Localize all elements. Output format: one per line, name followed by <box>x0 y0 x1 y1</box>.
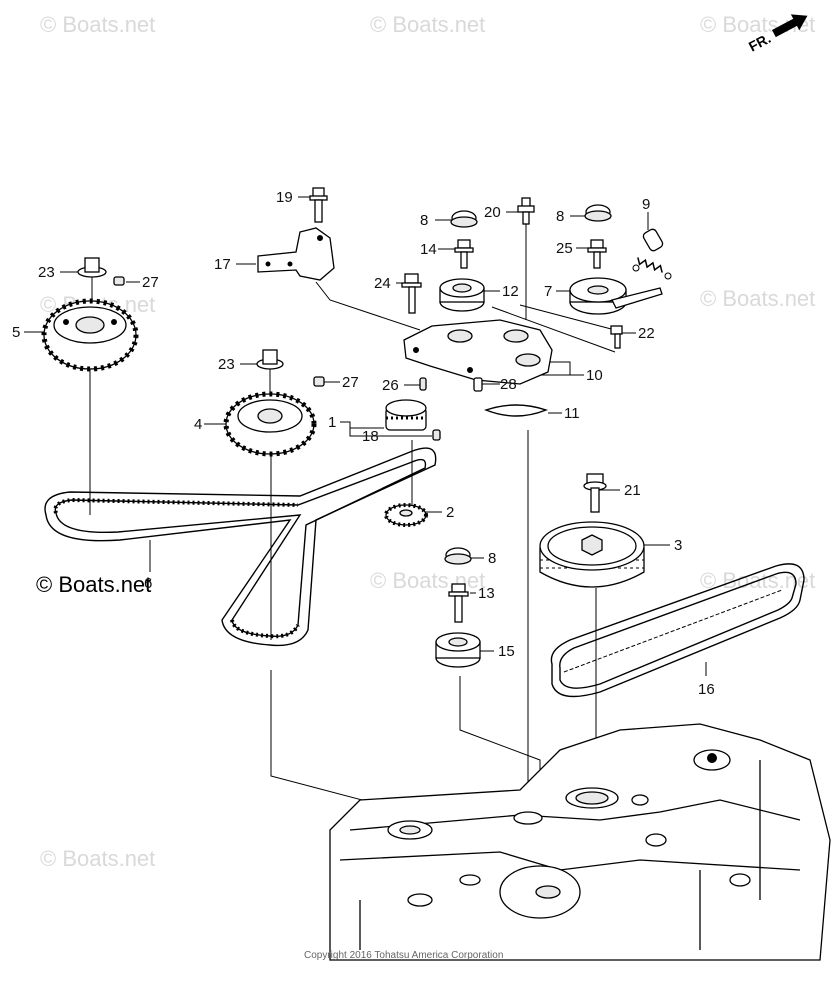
pin-27-upper <box>113 276 125 286</box>
bracket-17 <box>257 227 335 281</box>
engine-block <box>329 723 831 961</box>
cap-8-upper-left <box>450 210 478 228</box>
cap-8-upper-right <box>584 204 612 222</box>
tensioner-bracket-10 <box>403 319 553 385</box>
watermark: © Boats.net <box>40 12 155 37</box>
bushing-15 <box>435 632 481 668</box>
callout-25: 25 <box>556 240 573 257</box>
callout-27: 27 <box>342 374 359 391</box>
sprocket-2 <box>384 503 428 527</box>
callout-11: 11 <box>564 405 580 422</box>
sprocket-4 <box>223 391 317 457</box>
sprocket-5 <box>41 298 139 372</box>
callout-9: 9 <box>642 196 650 213</box>
callout-6: 6 <box>144 575 152 592</box>
callout-18: 18 <box>362 428 379 445</box>
callout-23: 23 <box>218 356 235 373</box>
callout-1: 1 <box>328 414 336 431</box>
callout-16: 16 <box>698 681 715 698</box>
o-ring-11 <box>483 404 549 417</box>
gear-1 <box>385 399 427 431</box>
bolt-21 <box>583 473 607 513</box>
callout-27: 27 <box>142 274 159 291</box>
callout-22: 22 <box>638 325 655 342</box>
copyright-notice: Copyright 2016 Tohatsu America Corporati… <box>304 950 503 961</box>
callout-17: 17 <box>214 256 231 273</box>
callout-3: 3 <box>674 537 682 554</box>
callout-28: 28 <box>500 376 517 393</box>
timing-belt-6 <box>44 447 437 647</box>
watermark-dark: © Boats.net <box>36 572 151 597</box>
pin-27-lower <box>313 376 325 387</box>
spring-9 <box>632 228 672 280</box>
callout-8: 8 <box>556 208 564 225</box>
watermark: © Boats.net <box>370 12 485 37</box>
bolt-24 <box>401 273 422 314</box>
callout-8: 8 <box>488 550 496 567</box>
nut-23-upper <box>77 257 107 300</box>
bolt-19 <box>309 187 328 223</box>
dowel-28 <box>473 377 483 392</box>
watermark: © Boats.net <box>370 568 485 593</box>
callout-15: 15 <box>498 643 515 660</box>
v-belt-16 <box>550 563 805 698</box>
leader-lines <box>24 196 707 880</box>
watermark: © Boats.net <box>40 846 155 871</box>
callout-14: 14 <box>420 241 437 258</box>
callout-24: 24 <box>374 275 391 292</box>
nut-23-lower <box>256 349 284 394</box>
bushing-12 <box>439 278 485 312</box>
callout-5: 5 <box>12 324 20 341</box>
pulley-3 <box>539 521 645 588</box>
bolt-25 <box>587 239 607 269</box>
callout-10: 10 <box>586 367 603 384</box>
bolt-22 <box>610 325 623 349</box>
bolt-14 <box>454 239 474 269</box>
bolt-20 <box>517 197 535 225</box>
callout-26: 26 <box>382 377 399 394</box>
pin-18 <box>432 429 441 441</box>
pin-26 <box>419 377 427 391</box>
bolt-13 <box>448 583 469 623</box>
callout-4: 4 <box>194 416 202 433</box>
cap-8-lower <box>444 547 472 565</box>
callout-7: 7 <box>544 283 552 300</box>
callout-20: 20 <box>484 204 501 221</box>
callout-13: 13 <box>478 585 495 602</box>
watermark: © Boats.net <box>700 286 815 311</box>
callout-19: 19 <box>276 189 293 206</box>
callout-12: 12 <box>502 283 519 300</box>
callout-21: 21 <box>624 482 641 499</box>
front-arrow-icon <box>772 14 808 38</box>
tensioner-pulley-7 <box>569 277 663 315</box>
callout-2: 2 <box>446 504 454 521</box>
callout-8: 8 <box>420 212 428 229</box>
callout-23: 23 <box>38 264 55 281</box>
callout-labels: 19 17 23 27 5 23 27 4 1 18 2 6 8 20 8 9 … <box>12 189 715 698</box>
